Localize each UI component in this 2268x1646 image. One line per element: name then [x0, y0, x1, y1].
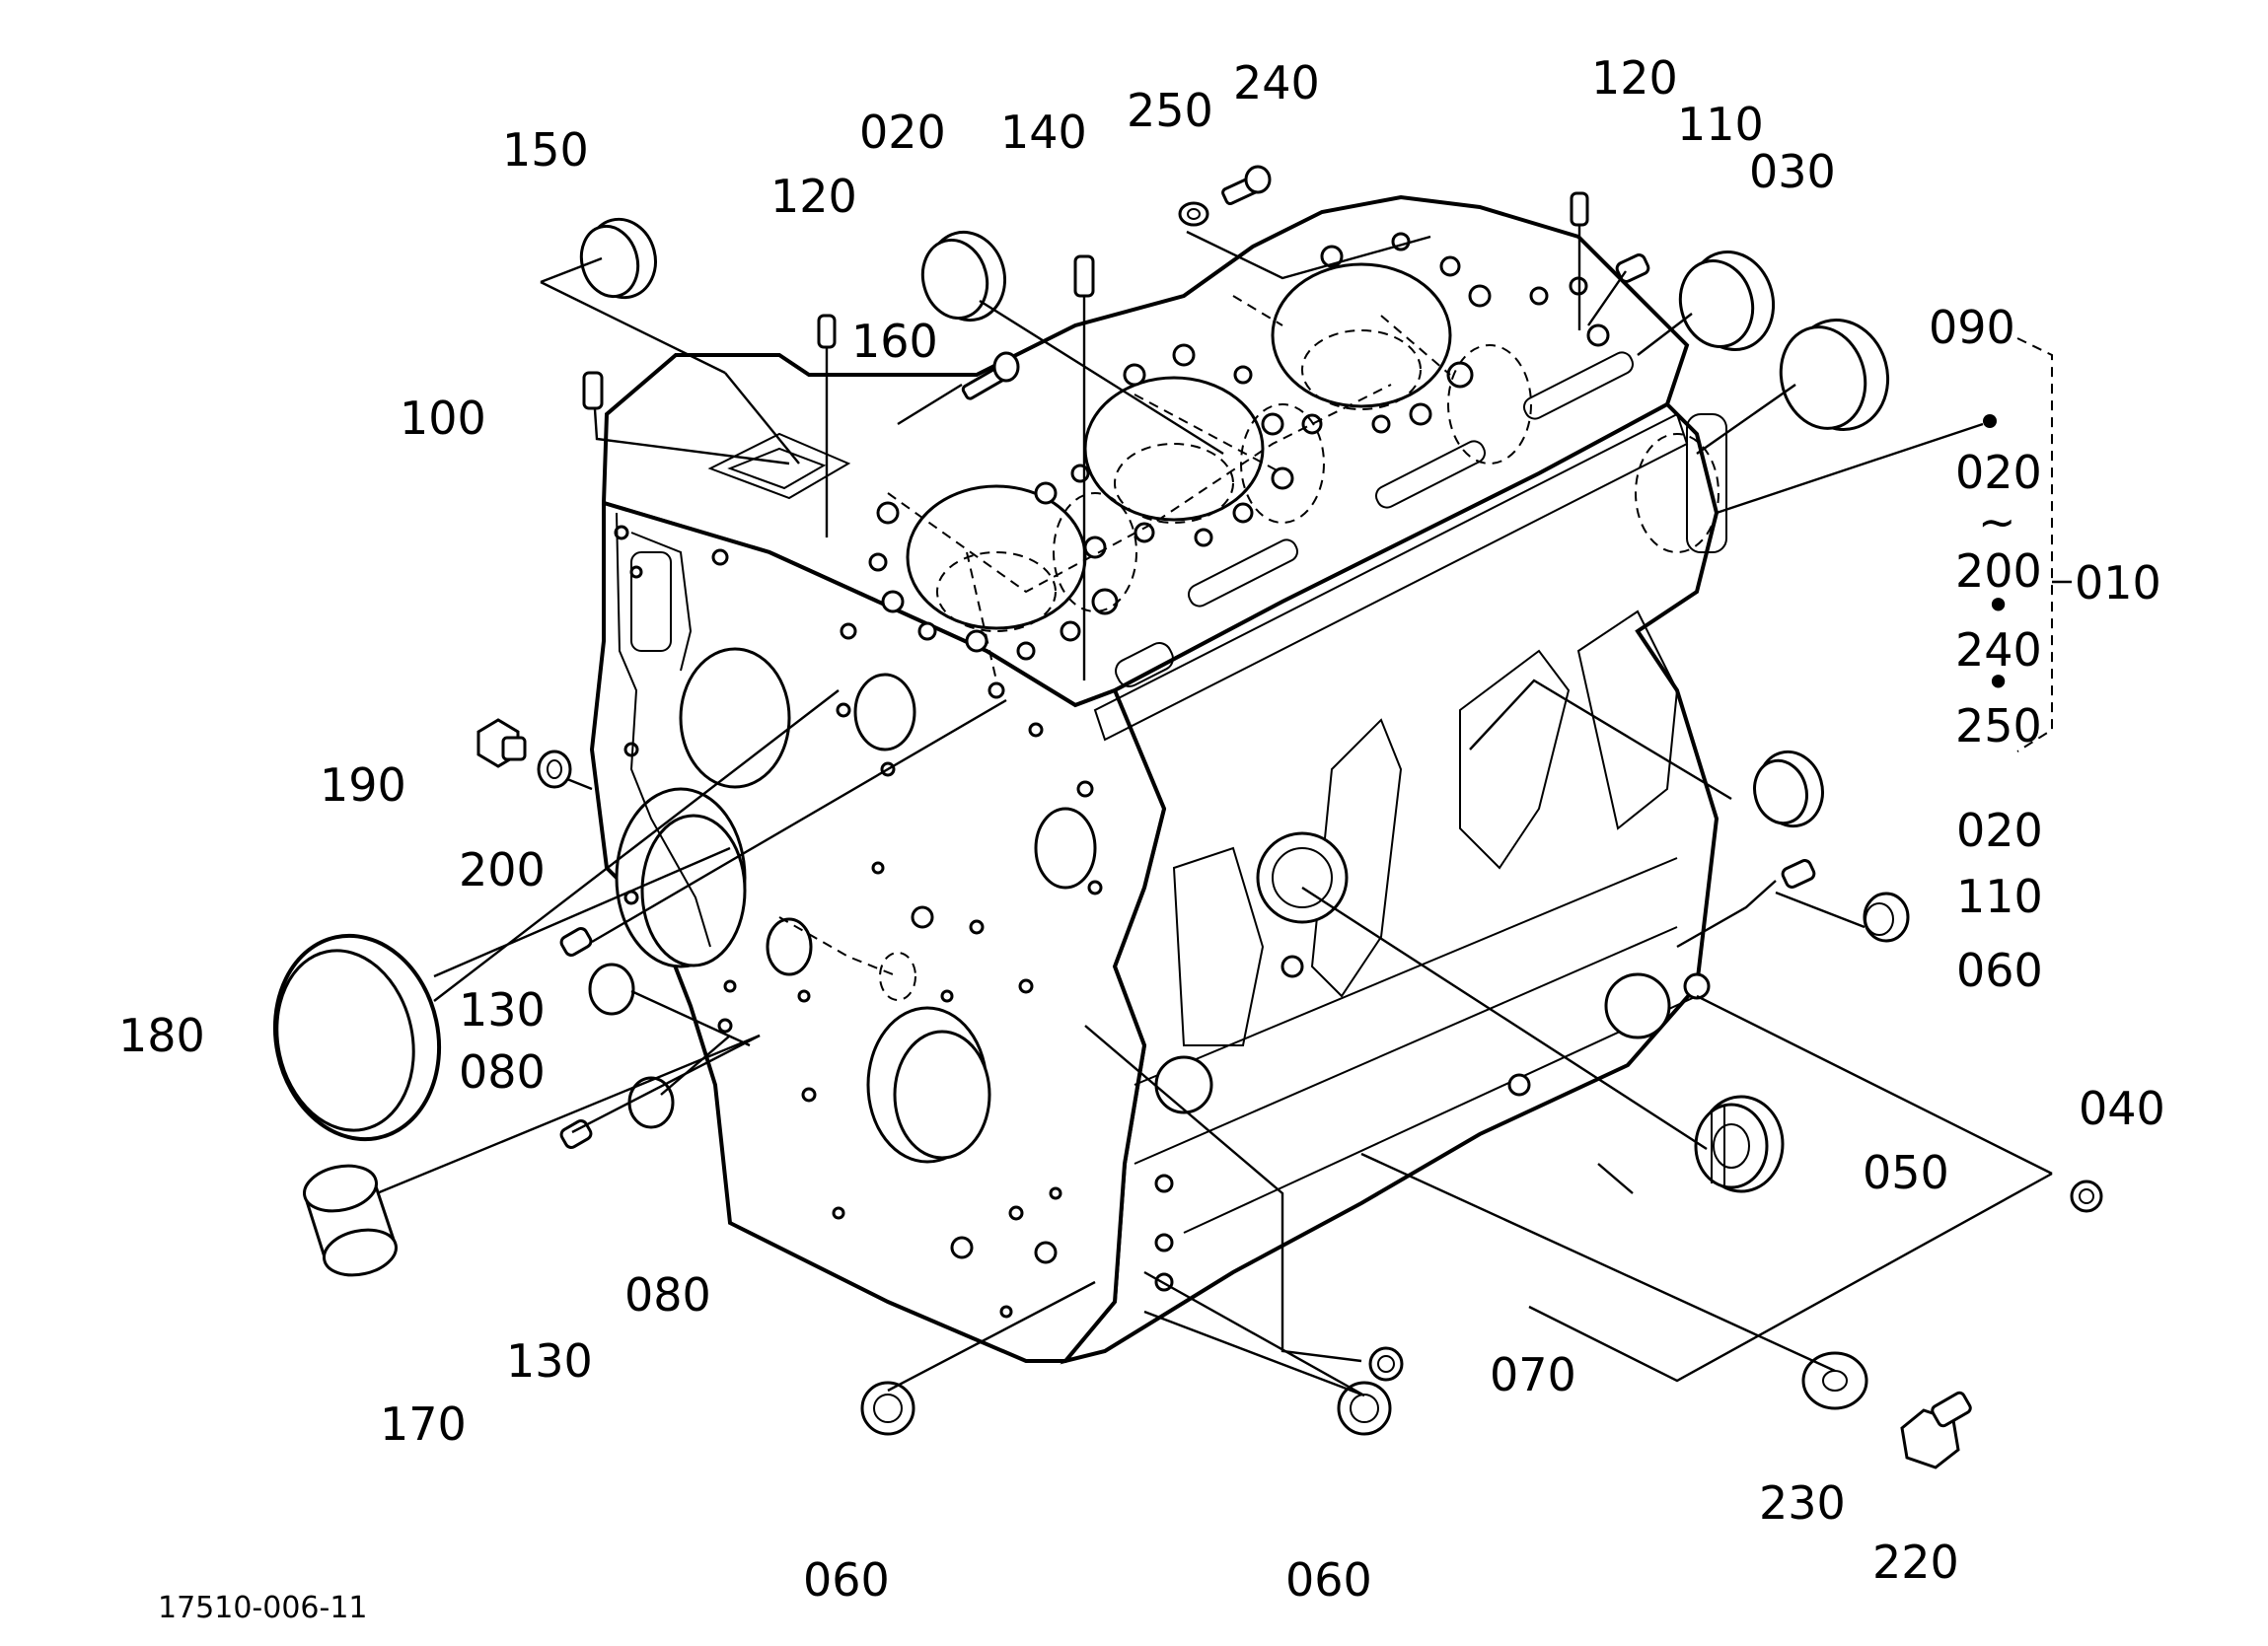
- part-160-bolt: [961, 351, 1020, 400]
- label-020-right: 020: [1956, 804, 2043, 857]
- assembly-label-010: 010: [2075, 556, 2161, 609]
- range-item-250: 250: [1955, 699, 2042, 752]
- range-item-240: 240: [1955, 623, 2042, 677]
- part-080-plug-upper: [588, 963, 635, 1016]
- label-060-right: 060: [1956, 944, 2043, 997]
- part-170-sleeve: [303, 1164, 398, 1277]
- label-080-upper: 080: [459, 1045, 546, 1099]
- part-050-plug: [1694, 1095, 1785, 1193]
- part-100-pin: [582, 371, 604, 410]
- part-020-plug-top: [920, 230, 1007, 322]
- part-200-washer: [537, 750, 572, 789]
- label-170: 170: [380, 1397, 467, 1451]
- label-200: 200: [459, 843, 546, 896]
- range-tilde: ~: [1978, 495, 2016, 548]
- part-230-washer: [1801, 1351, 1868, 1410]
- range-item-200: 200: [1955, 544, 2042, 598]
- part-140-dowel: [1073, 254, 1095, 298]
- label-030: 030: [1749, 145, 1836, 198]
- part-120-pin-left: [817, 314, 837, 349]
- label-180: 180: [118, 1009, 205, 1062]
- part-240-bolt: [1221, 165, 1272, 206]
- label-250: 250: [1127, 84, 1213, 137]
- reference-code: 17510-006-11: [158, 1591, 368, 1625]
- label-190: 190: [320, 758, 406, 812]
- label-140: 140: [1000, 106, 1087, 159]
- part-060-plug-bottom-mid: [1337, 1381, 1392, 1436]
- part-040-plug: [2070, 1180, 2103, 1213]
- label-080-lower: 080: [624, 1268, 711, 1322]
- part-150-plug: [579, 217, 657, 300]
- part-120-pin-right: [1570, 191, 1589, 227]
- label-040: 040: [2079, 1082, 2165, 1135]
- label-060-bottom-left: 060: [803, 1553, 890, 1607]
- label-120-left: 120: [770, 170, 857, 223]
- range-item-start: 020: [1955, 446, 2042, 499]
- cylinder-block: [589, 194, 1727, 1365]
- label-130-upper: 130: [459, 983, 546, 1037]
- part-250-washer: [1178, 201, 1209, 227]
- label-130-lower: 130: [506, 1334, 593, 1388]
- label-070: 070: [1490, 1348, 1576, 1401]
- label-110-top: 110: [1677, 98, 1764, 151]
- label-090: 090: [1929, 301, 2015, 354]
- label-150: 150: [502, 123, 589, 177]
- label-230: 230: [1759, 1476, 1846, 1530]
- part-060-plug-bottom-left: [860, 1381, 915, 1436]
- label-220: 220: [1872, 1536, 1959, 1589]
- part-090-plug: [1779, 318, 1890, 432]
- part-190-plug: [476, 718, 527, 768]
- part-030-plug: [1678, 250, 1776, 352]
- label-160: 160: [851, 315, 938, 368]
- assembly-bracket: [2016, 337, 2072, 752]
- label-060-bottom-mid: 060: [1285, 1553, 1372, 1607]
- leader-lines: [376, 225, 2053, 1397]
- label-110-right: 110: [1956, 870, 2043, 923]
- part-060-plug-right: [1863, 892, 1910, 943]
- range-dot-1: •: [1985, 579, 2012, 632]
- part-070-plug: [1368, 1346, 1404, 1382]
- part-220-drain-plug: [1900, 1391, 1972, 1469]
- part-110-pin-right: [1781, 859, 1816, 889]
- part-180-seal: [272, 933, 442, 1142]
- label-240: 240: [1233, 56, 1320, 109]
- range-dot-2: •: [1985, 656, 2012, 709]
- part-labels: 150 020 120 140 250 240 120 110 030 090 …: [118, 51, 2165, 1607]
- assembly-range-legend: 020 ~ 200 • 240 • 250 010: [1955, 446, 2161, 752]
- assembly-start-dot: [1983, 414, 1997, 428]
- part-130-pin-upper: [559, 927, 593, 957]
- label-100: 100: [400, 392, 486, 445]
- part-020-plug-right: [1753, 750, 1824, 828]
- label-050: 050: [1863, 1146, 1949, 1199]
- part-110-pin-top: [1615, 253, 1650, 283]
- label-120-right: 120: [1591, 51, 1678, 105]
- label-020-top: 020: [859, 106, 946, 159]
